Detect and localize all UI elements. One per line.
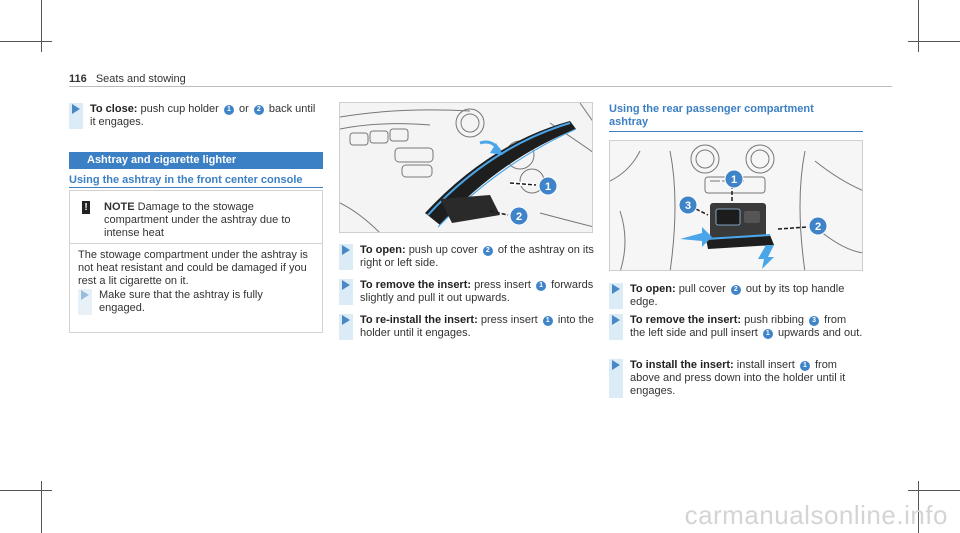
step-text: To open: push up cover 2 of the ashtray …	[360, 244, 594, 270]
step-arrow-icon	[342, 280, 350, 290]
step-text-part: upwards and out.	[777, 327, 863, 339]
rear-ashtray-figure: 1 2 3	[609, 140, 863, 271]
step-text-part: of the ashtray on its right or left side…	[360, 244, 594, 269]
step-open-rear: To open: pull cover 2 out by its top han…	[609, 283, 864, 309]
step-text-part: from above and press down into the holde…	[630, 359, 846, 397]
step-text: To remove the insert: push ribbing 3 fro…	[630, 314, 864, 340]
figure-callout-3: 3	[685, 200, 691, 212]
step-arrow-icon	[342, 245, 350, 255]
step-text-part: push ribbing	[744, 314, 805, 326]
callout-badge: 1	[536, 281, 547, 291]
step-text-part: or	[238, 103, 249, 115]
note-divider	[70, 243, 322, 244]
callout-badge: 2	[482, 246, 493, 256]
page-header: 116 Seats and stowing	[69, 73, 186, 85]
crop-mark	[918, 481, 919, 533]
callout-badge: 3	[809, 316, 820, 326]
callout-badge: 1	[762, 329, 773, 339]
note-text: NOTE Damage to the stowage compartment u…	[104, 201, 314, 240]
page-number: 116	[69, 73, 87, 85]
figure-callout-1: 1	[545, 181, 551, 193]
crop-mark	[0, 41, 52, 42]
step-label: To open:	[360, 244, 406, 256]
step-text-part: press insert	[480, 314, 538, 326]
figure-callout-1: 1	[731, 174, 737, 186]
step-text-part: from the left side and pull insert	[630, 314, 847, 339]
step-arrow-icon	[612, 315, 620, 325]
subheading-front-ashtray: Using the ashtray in the front center co…	[69, 174, 303, 186]
section-name: Seats and stowing	[95, 73, 186, 85]
step-arrow-icon	[72, 104, 80, 114]
note-body: The stowage compartment under the ashtra…	[78, 249, 308, 287]
step-label: To remove the insert:	[360, 279, 472, 291]
step-label: To install the insert:	[630, 359, 734, 371]
subheading-rear-ashtray: Using the rear passenger compartment ash…	[609, 103, 814, 128]
step-text-part: out by its top handle edge.	[630, 283, 845, 308]
header-divider	[69, 86, 892, 87]
step-remove-rear: To remove the insert: push ribbing 3 fro…	[609, 314, 864, 340]
step-reinstall-front: To re-install the insert: press insert 1…	[339, 314, 594, 340]
step-text-part: forwards slightly and pull it out upward…	[360, 279, 594, 304]
crop-mark	[41, 0, 42, 52]
step-text: To close: push cup holder 1 or 2 back un…	[90, 103, 322, 129]
watermark: carmanualsonline.info	[684, 500, 948, 530]
crop-mark	[918, 0, 919, 52]
step-arrow-icon	[612, 284, 620, 294]
front-ashtray-figure: 1 2	[339, 102, 593, 233]
step-text: To re-install the insert: press insert 1…	[360, 314, 594, 340]
step-open-front: To open: push up cover 2 of the ashtray …	[339, 244, 594, 270]
crop-mark	[41, 481, 42, 533]
front-ashtray-illustration: 1 2	[340, 103, 592, 232]
crop-mark	[0, 490, 52, 491]
step-label: To re-install the insert:	[360, 314, 478, 326]
note-label: NOTE	[104, 201, 135, 213]
step-install-rear: To install the insert: install insert 1 …	[609, 359, 864, 398]
step-arrow-icon	[81, 290, 89, 300]
step-text-part: into the holder until it engages.	[360, 314, 594, 339]
step-close: To close: push cup holder 1 or 2 back un…	[69, 103, 322, 129]
callout-badge: 2	[253, 105, 264, 115]
section-title: Ashtray and cigarette lighter	[69, 152, 323, 169]
note-description: Damage to the stowage compartment under …	[104, 201, 291, 239]
step-text-part: press insert	[474, 279, 531, 291]
note-box: ! NOTE Damage to the stowage compartment…	[69, 190, 323, 333]
step-text: To open: pull cover 2 out by its top han…	[630, 283, 864, 309]
step-text-part: push cup holder	[140, 103, 219, 115]
subheading-rule	[69, 187, 323, 188]
callout-badge: 1	[542, 316, 553, 326]
step-text-part: back until it engages.	[90, 103, 316, 128]
callout-badge: 2	[730, 285, 741, 295]
warning-icon: !	[82, 201, 90, 214]
subheading-rule	[609, 131, 863, 132]
step-text-part: install insert	[736, 359, 795, 371]
rear-ashtray-illustration: 1 2 3	[610, 144, 862, 270]
crop-mark	[908, 41, 960, 42]
step-text: To remove the insert: press insert 1 for…	[360, 279, 594, 305]
callout-badge: 1	[799, 361, 810, 371]
step-label: To close:	[90, 103, 138, 115]
crop-mark	[908, 490, 960, 491]
note-step: Make sure that the ashtray is fully enga…	[78, 289, 311, 315]
callout-badge: 1	[223, 105, 234, 115]
step-text-part: push up cover	[408, 244, 478, 256]
figure-callout-2: 2	[815, 221, 821, 233]
note-step-text: Make sure that the ashtray is fully enga…	[99, 289, 263, 314]
note-header: ! NOTE Damage to the stowage compartment…	[70, 191, 322, 243]
figure-callout-2: 2	[516, 211, 522, 223]
step-label: To remove the insert:	[630, 314, 742, 326]
step-remove-front: To remove the insert: press insert 1 for…	[339, 279, 594, 305]
step-arrow-icon	[612, 360, 620, 370]
step-label: To open:	[630, 283, 676, 295]
step-text: To install the insert: install insert 1 …	[630, 359, 864, 398]
step-text-part: pull cover	[678, 283, 726, 295]
step-arrow-icon	[342, 315, 350, 325]
